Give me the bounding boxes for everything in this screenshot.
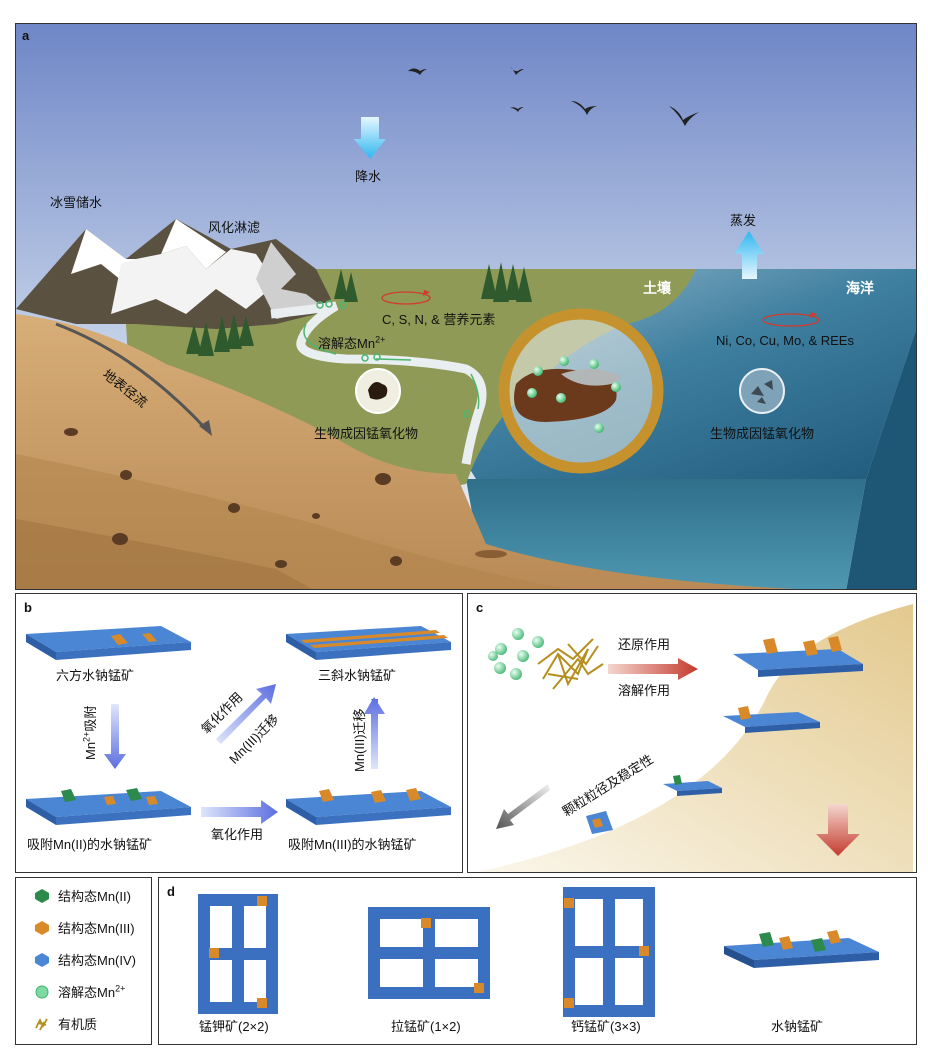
panel-b-label: b <box>24 600 32 615</box>
medium-sheet <box>723 706 820 733</box>
todorokite-label: 钙锰矿(3×3) <box>571 1019 641 1034</box>
hollandite-label: 锰钾矿(2×2) <box>199 1019 269 1034</box>
particle-size-illustration <box>477 604 913 872</box>
mn3-migration-vertical-label: Mn(III)迁移 <box>352 708 367 772</box>
green-sphere-icon <box>35 985 49 998</box>
reduction-label: 还原作用 <box>618 637 671 652</box>
nutrients-label: C, S, N, & 营养元素 <box>382 312 496 327</box>
blue-hexagon-icon <box>35 952 49 967</box>
large-sheet <box>733 636 863 677</box>
panel-c: c 还原作用 溶解作用 颗粒粒径及稳定性 <box>467 593 917 873</box>
panel-c-label: c <box>476 600 484 615</box>
green-hexagon-icon <box>35 888 49 903</box>
metals-label: Ni, Co, Cu, Mo, & REEs <box>716 333 854 348</box>
bio-oxide-ocean-label: 生物成因锰氧化物 <box>710 426 815 441</box>
ramsdellite-structure <box>368 907 490 999</box>
mn2-adsorbed-birnessite-sheet <box>26 788 191 825</box>
legend-item-mn2: 结构态Mn(II) <box>34 886 131 905</box>
bio-oxide-land-label: 生物成因锰氧化物 <box>314 426 419 441</box>
legend-item-mn4: 结构态Mn(IV) <box>34 950 136 969</box>
landscape-illustration <box>16 24 916 589</box>
todorokite-structure <box>563 887 655 1017</box>
small-sheet <box>663 775 722 796</box>
legend: 结构态Mn(II) 结构态Mn(III) 结构态Mn(IV) 溶解态Mn2+ 有… <box>15 877 152 1045</box>
panel-d-label: d <box>167 884 175 899</box>
triclinic-birnessite-sheet <box>286 626 451 660</box>
snow-storage-label: 冰雪储水 <box>50 195 103 210</box>
hexagonal-birnessite-label: 六方水钠锰矿 <box>56 668 135 683</box>
panel-a-label: a <box>22 28 30 43</box>
panel-b: b 六方水钠锰矿 三斜水钠锰矿 吸附Mn(II)的水钠锰矿 吸附Mn(III)的… <box>15 593 463 873</box>
precipitation-label: 降水 <box>355 169 382 184</box>
panel-a: a 冰雪储水 风化淋滤 降水 蒸发 地表径流 溶解态Mn2+ C, S, N, … <box>15 23 917 590</box>
ramsdellite-label: 拉锰矿(1×2) <box>391 1019 461 1034</box>
smallest-particle <box>586 811 613 834</box>
mn2-adsorbed-birnessite-label: 吸附Mn(II)的水钠锰矿 <box>27 837 152 852</box>
triclinic-birnessite-label: 三斜水钠锰矿 <box>318 668 397 683</box>
mn3-adsorbed-birnessite-sheet <box>286 788 451 825</box>
organic-matter-icon <box>35 1017 48 1030</box>
mn2-adsorption-label: Mn2+吸附 <box>81 705 98 760</box>
legend-item-mn3: 结构态Mn(III) <box>34 918 135 937</box>
soil-label: 土壤 <box>643 280 671 296</box>
hollandite-structure <box>198 894 278 1014</box>
birnessite-layer-structure <box>724 930 879 968</box>
oxidation-bottom-label: 氧化作用 <box>211 827 264 842</box>
dissolved-mn-label: 溶解态Mn2+ <box>318 334 386 351</box>
evaporation-label: 蒸发 <box>730 213 757 228</box>
hexagonal-birnessite-sheet <box>26 626 191 660</box>
birnessite-transformation-illustration <box>26 626 451 825</box>
legend-item-organic: 有机质 <box>34 1014 97 1033</box>
weathering-label: 风化淋滤 <box>208 220 261 235</box>
orange-hexagon-icon <box>35 920 49 935</box>
tunnel-structures-illustration <box>198 887 879 1017</box>
birnessite-label: 水钠锰矿 <box>771 1019 824 1034</box>
legend-item-dissolved: 溶解态Mn2+ <box>34 982 125 1001</box>
dissolution-label: 溶解作用 <box>618 683 671 698</box>
ocean-label: 海洋 <box>846 280 874 296</box>
mn3-adsorbed-birnessite-label: 吸附Mn(III)的水钠锰矿 <box>288 837 417 852</box>
panel-d: d 锰钾矿(2×2) 拉锰矿(1×2) 钙锰矿(3×3) 水钠锰矿 <box>158 877 917 1045</box>
